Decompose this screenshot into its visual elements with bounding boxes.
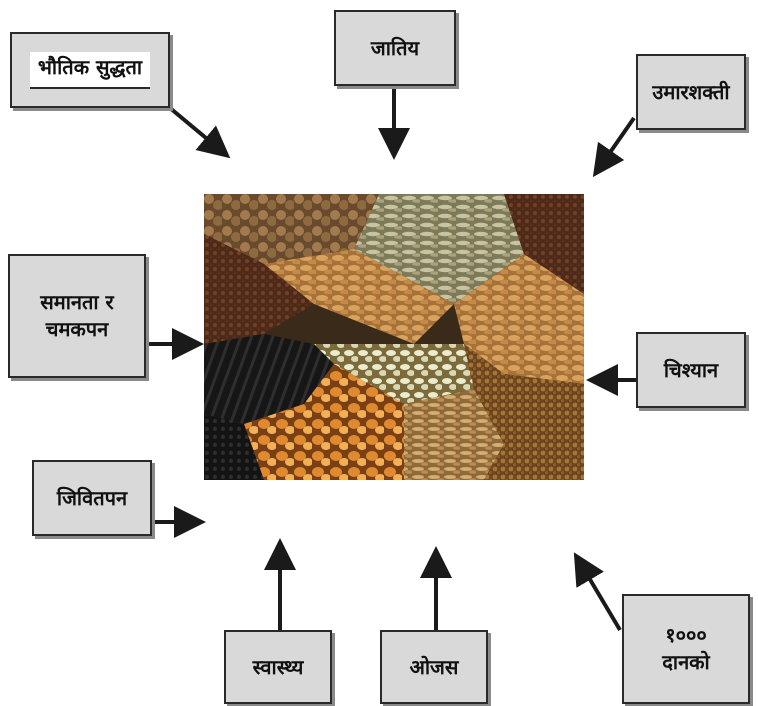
- label-box-identification: चिश्यान: [636, 332, 746, 408]
- label-varietal: जातिय: [370, 35, 420, 60]
- label-physical-purity: भौतिक सुद्धता: [29, 51, 151, 89]
- label-box-uniformity: समानता र चमकपन: [8, 254, 146, 378]
- label-box-thousand-grain: १००० दानको: [622, 594, 750, 704]
- label-box-age: उमारशक्ती: [636, 54, 746, 130]
- label-thousand-grain: १००० दानको: [662, 623, 710, 674]
- label-health: स्वास्थ्य: [252, 654, 304, 679]
- label-box-varietal: जातिय: [334, 10, 456, 86]
- label-identification: चिश्यान: [663, 357, 719, 382]
- label-box-physical-purity: भौतिक सुद्धता: [10, 32, 170, 108]
- arrow-thousand-grain: [573, 552, 622, 632]
- grain-collage-image: [204, 194, 584, 480]
- arrow-physical-purity: [168, 106, 231, 159]
- arrow-age: [592, 116, 636, 178]
- label-uniformity: समानता र चमकपन: [40, 290, 114, 341]
- label-viability: जिवितपन: [56, 485, 128, 510]
- label-age: उमारशक्ती: [652, 79, 730, 104]
- label-vigor: ओजस: [409, 654, 459, 679]
- label-box-viability: जिवितपन: [32, 460, 152, 536]
- label-box-health: स्वास्थ्य: [224, 630, 332, 704]
- label-box-vigor: ओजस: [380, 630, 488, 704]
